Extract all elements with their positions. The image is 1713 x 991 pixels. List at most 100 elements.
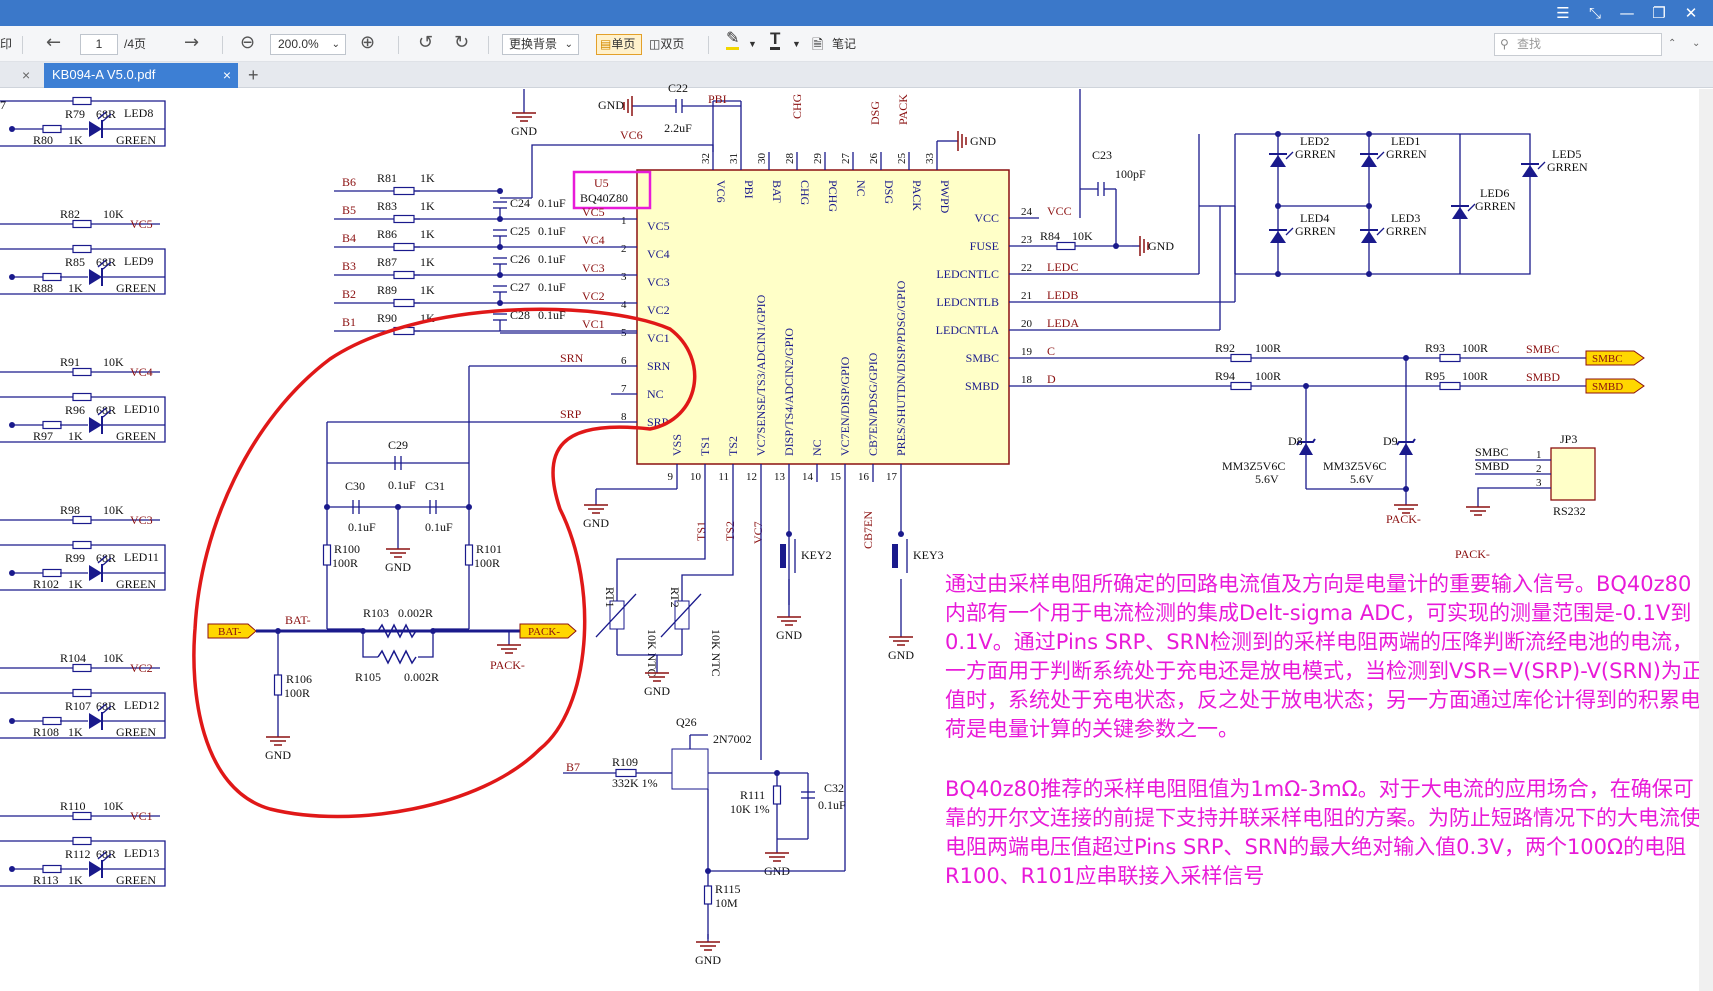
print-button[interactable]: 印	[0, 37, 13, 51]
shrink-icon[interactable]: ⤡	[1588, 4, 1601, 22]
wire	[681, 482, 734, 589]
zoom-select[interactable]: 200.0%⌄	[270, 34, 346, 55]
pin-number: 26	[868, 153, 880, 165]
resistor	[42, 420, 62, 430]
note-icon[interactable]: 🗎	[812, 36, 824, 52]
pin-number: 17	[886, 471, 898, 483]
pin-name: LEDCNTLA	[936, 323, 1000, 337]
resistor	[42, 568, 62, 578]
wire	[1477, 487, 1520, 499]
pin-name: FUSE	[970, 239, 999, 253]
component-ref: D8	[1288, 434, 1303, 448]
schematic-diagram: U5BQ40Z8032VC631PBI30BAT28CHG29PCHG27NC2…	[0, 81, 1645, 967]
note-button[interactable]: 笔记	[832, 37, 857, 51]
component-ref: R107	[65, 699, 91, 713]
component-ref: KEY2	[801, 548, 832, 562]
led-arrow	[102, 557, 112, 566]
component-ref: C25	[510, 224, 530, 238]
component-value: 100R	[1462, 341, 1488, 355]
pin-name: PWPD	[938, 180, 952, 214]
zoom-in-icon[interactable]: ⊕	[360, 32, 376, 53]
tab-document[interactable]: KB094-A V5.0.pdf ×	[44, 63, 238, 88]
pin-number: 11	[718, 471, 729, 483]
led-arrow	[97, 259, 107, 268]
led-arrow	[102, 113, 112, 122]
ground-label: GND	[511, 124, 537, 138]
net-label: PACK	[896, 94, 910, 125]
rotate-left-icon[interactable]: ↺	[418, 32, 434, 53]
double-page-button[interactable]: ◫双页	[646, 34, 694, 55]
vertical-scrollbar[interactable]	[1699, 89, 1713, 991]
component-value: GRREN	[1386, 224, 1427, 238]
resistor	[393, 242, 415, 252]
prev-page-icon[interactable]: ←	[46, 32, 62, 53]
new-tab-button[interactable]: +	[248, 65, 259, 85]
component-value: MM3Z5V6C	[1323, 459, 1386, 473]
resistor	[393, 270, 415, 280]
page-number-input[interactable]: 1	[80, 34, 118, 55]
menu-icon[interactable]: ☰	[1556, 4, 1570, 22]
background-select[interactable]: 更换背景⌄	[502, 34, 579, 55]
highlight-circle	[192, 307, 697, 819]
tab-close-icon[interactable]: ×	[222, 67, 231, 83]
resistor	[772, 785, 782, 805]
chip-name-highlight	[572, 170, 652, 210]
rotate-right-icon[interactable]: ↻	[454, 32, 470, 53]
component-value: 0.002R	[398, 606, 433, 620]
net-label: SRN	[560, 351, 584, 365]
search-prev-icon[interactable]: ⌃	[1668, 38, 1677, 49]
zoom-out-icon[interactable]: ⊖	[240, 32, 256, 53]
component-ref: R85	[65, 255, 85, 269]
component-value: GRREN	[1386, 147, 1427, 161]
pin-number: 15	[830, 471, 842, 483]
resistor	[1230, 353, 1252, 363]
component-ref: LED12	[124, 698, 159, 712]
single-page-label: 单页	[611, 37, 636, 51]
led-arrow	[1285, 227, 1294, 236]
component-value: 5.6V	[1255, 472, 1279, 486]
close-icon[interactable]: ×	[22, 67, 31, 83]
component-ref: R105	[355, 670, 381, 684]
pin-name: VSS	[670, 434, 684, 456]
search-next-icon[interactable]: ⌄	[1692, 38, 1701, 49]
component-value: GREEN	[116, 429, 156, 443]
pin-name: NC	[854, 180, 868, 197]
component-value: 100R	[474, 556, 500, 570]
minimize-button[interactable]: —	[1619, 4, 1635, 22]
pin-number: 6	[621, 355, 627, 367]
pin-number: 3	[621, 271, 627, 283]
pin-number: 19	[1021, 346, 1033, 358]
highlight-icon[interactable]: ✎	[726, 30, 740, 50]
pin-number: 2	[1536, 463, 1542, 475]
search-input[interactable]: ⚲ 查找	[1494, 33, 1662, 56]
pin-number: 25	[896, 153, 908, 165]
thermistor-arrow	[595, 593, 637, 638]
chip-name: BQ40Z80	[580, 191, 628, 205]
component-value: GREEN	[116, 725, 156, 739]
pin-name: TS1	[698, 436, 712, 456]
net-label: SRP	[560, 407, 582, 421]
restore-button[interactable]: ❐	[1652, 4, 1666, 22]
led-icon	[1361, 155, 1377, 167]
close-button[interactable]: ✕	[1684, 4, 1698, 22]
chevron-down-icon: ⌄	[564, 39, 573, 50]
net-label: DSG	[868, 101, 882, 125]
single-page-button[interactable]: ▤单页	[596, 34, 642, 55]
component-ref: LED8	[124, 106, 153, 120]
net-label: B1	[342, 315, 356, 329]
pin-number: 4	[621, 299, 627, 311]
net-label: VC2	[582, 289, 605, 303]
chevron-down-icon[interactable]: ▼	[748, 39, 757, 49]
chevron-down-icon[interactable]: ▼	[792, 39, 801, 49]
led-arrow	[97, 111, 107, 120]
component-ref: RS232	[1553, 504, 1586, 518]
resistor	[42, 272, 62, 282]
component-ref: C30	[345, 479, 365, 493]
net-label: SMBC	[1526, 342, 1559, 356]
text-tool-icon[interactable]: T	[770, 29, 781, 50]
led-arrow	[97, 703, 107, 712]
next-page-icon[interactable]: →	[184, 32, 200, 53]
component-ref: R90	[377, 311, 397, 325]
component-ref: R101	[476, 542, 502, 556]
